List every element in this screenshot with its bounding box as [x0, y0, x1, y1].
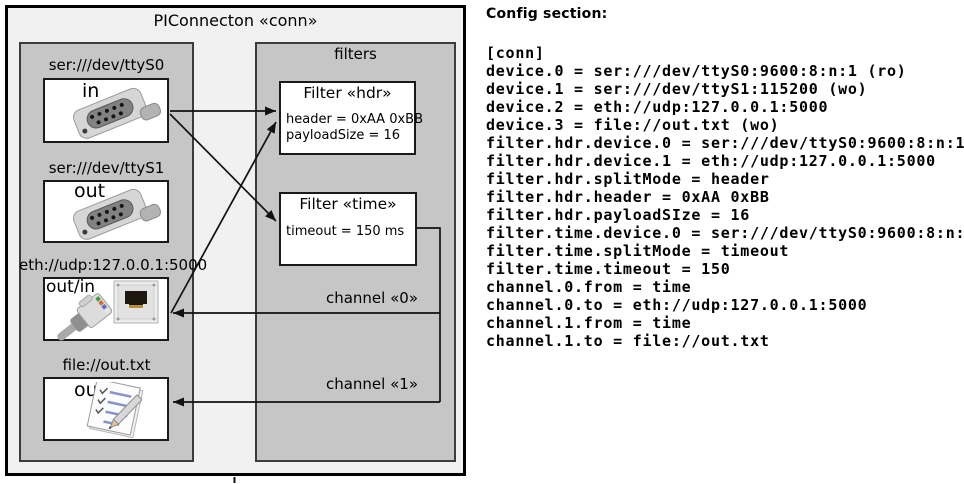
- config-line: filter.time.timeout = 150: [486, 260, 731, 278]
- channel-0-label: channel «0»: [325, 289, 418, 307]
- ethernet-jack-icon: [113, 280, 159, 324]
- filters-group-title: filters: [334, 45, 377, 63]
- config-line: channel.1.to = file://out.txt: [486, 332, 770, 350]
- device-label-eth: eth://udp:127.0.0.1:5000: [19, 256, 208, 274]
- device-label-ttys0: ser:///dev/ttyS0: [48, 56, 165, 74]
- config-line: filter.hdr.splitMode = header: [486, 170, 770, 188]
- config-line: device.0 = ser:///dev/ttyS0:9600:8:n:1 (…: [486, 62, 907, 80]
- filter-hdr-prop-header: header = 0xAA 0xBB: [286, 112, 424, 127]
- config-line: [conn]: [486, 44, 545, 62]
- config-line: channel.0.to = eth://udp:127.0.0.1:5000: [486, 296, 868, 314]
- serial-connector-icon: [72, 188, 162, 240]
- filter-hdr-prop-payloadsize: payloadSize = 16: [286, 128, 401, 143]
- device-label-file: file://out.txt: [62, 356, 151, 374]
- device-port-ttys1: out: [74, 180, 106, 202]
- config-section-heading: Config section:: [486, 6, 608, 22]
- config-line: channel.0.from = time: [486, 278, 692, 296]
- config-line: filter.hdr.device.0 = ser:///dev/ttyS0:9…: [486, 134, 964, 152]
- config-section: [conn] device.0 = ser:///dev/ttyS0:9600:…: [486, 44, 964, 350]
- serial-connector-icon: [72, 87, 162, 139]
- filter-time-prop-timeout: timeout = 150 ms: [286, 224, 405, 239]
- filter-time-box: [279, 192, 417, 266]
- filter-time-title: Filter «time»: [299, 195, 397, 213]
- config-line: filter.time.splitMode = timeout: [486, 242, 790, 260]
- diagram-title: PIConnecton «conn»: [153, 11, 318, 30]
- channel-1-label: channel «1»: [325, 375, 418, 393]
- filter-hdr-box: [279, 81, 416, 155]
- config-line: filter.hdr.device.1 = eth://udp:127.0.0.…: [486, 152, 936, 170]
- config-line: filter.hdr.payloadSIze = 16: [486, 206, 751, 224]
- device-port-ttys0: in: [82, 80, 100, 102]
- device-label-ttys1: ser:///dev/ttyS1: [48, 159, 165, 177]
- config-line: device.2 = eth://udp:127.0.0.1:5000: [486, 98, 829, 116]
- config-line: filter.hdr.header = 0xAA 0xBB: [486, 188, 770, 206]
- config-line: filter.time.device.0 = ser:///dev/ttyS0:…: [486, 224, 964, 242]
- device-port-eth: out/in: [46, 277, 96, 297]
- config-line: device.3 = file://out.txt (wo): [486, 116, 780, 134]
- notepad-icon: [86, 382, 144, 439]
- filter-hdr-title: Filter «hdr»: [303, 84, 392, 102]
- ethernet-plug-icon: [57, 293, 113, 341]
- config-line: device.1 = ser:///dev/ttyS1:115200 (wo): [486, 80, 868, 98]
- config-line: channel.1.from = time: [486, 314, 692, 332]
